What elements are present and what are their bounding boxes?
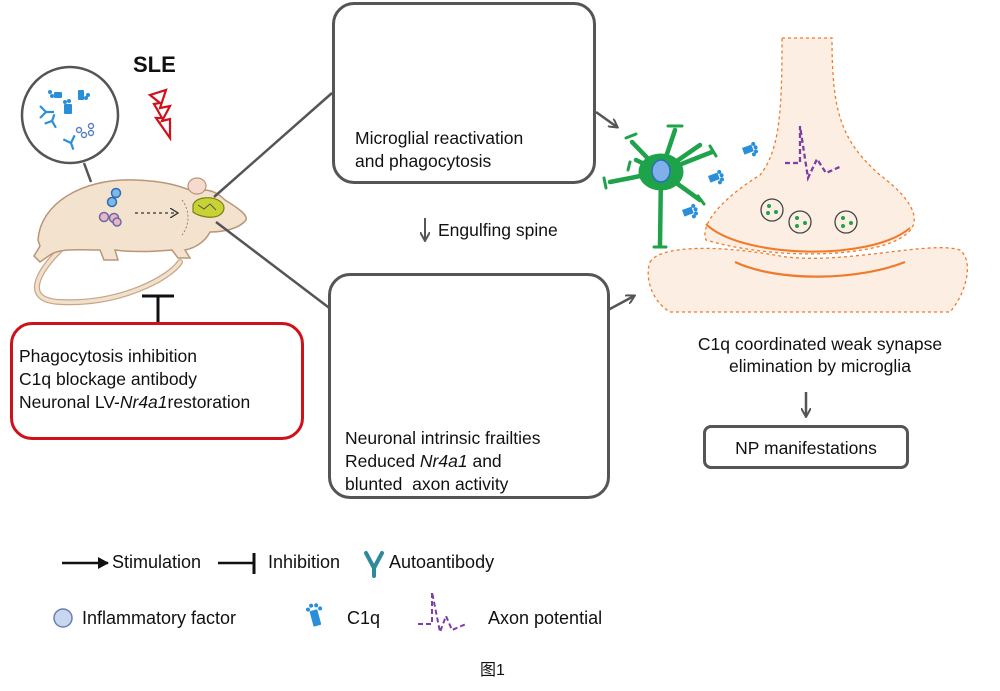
blood-magnifier (20, 65, 120, 183)
axon-potential-icon (785, 125, 843, 182)
lightning-icon (147, 88, 173, 142)
synaptic-vesicles (760, 198, 858, 234)
legend-inhibition: Inhibition (268, 552, 341, 572)
legend-autoantibody: Autoantibody (389, 552, 495, 572)
synapse-label-line-1: C1q coordinated weak synapse (697, 334, 943, 354)
inflammatory-factor-icon (75, 122, 95, 139)
presynaptic-terminal (704, 37, 915, 255)
inflammatory-factor-icon (53, 608, 73, 628)
neuron-box: Neuronal intrinsic frailties Reduced Nr4… (328, 273, 610, 499)
synapse-label: C1q coordinated weak synapse elimination… (660, 333, 980, 377)
treatment-line-2: C1q blockage antibody (19, 369, 198, 389)
postsynaptic-membrane (647, 247, 969, 313)
sle-title: SLE (133, 52, 176, 77)
connector-to-neuron (215, 221, 333, 311)
c1q-icon (48, 90, 90, 114)
brain-icon (192, 197, 225, 218)
autoantibody-icon (364, 551, 384, 578)
figure-caption: 图1 (480, 662, 505, 679)
synapse-illustration (647, 37, 969, 313)
outcome-box: NP manifestations (703, 425, 909, 469)
inhibition-symbol (142, 294, 174, 322)
neuron-line-3: blunted axon activity (345, 474, 509, 494)
legend-inflammatory-factor: Inflammatory factor (82, 608, 237, 628)
legend-icons (53, 551, 467, 636)
c1q-molecules (682, 141, 759, 219)
arrow-microglia-to-synapse (595, 110, 617, 127)
treatment-line-3: Neuronal LV-Nr4a1restoration (19, 392, 251, 412)
neuron-line-2: Reduced Nr4a1 and (345, 451, 502, 471)
microglia-box: Microglial reactivation and phagocytosis (332, 2, 596, 184)
engulfing-spine-label: Engulfing spine (438, 220, 558, 240)
microglia-line-2: and phagocytosis (355, 151, 492, 171)
inhibition-bar-icon (218, 553, 256, 574)
connector-to-microglia (213, 92, 333, 198)
neuron-line-1: Neuronal intrinsic frailties (345, 428, 541, 448)
treatment-line-1: Phagocytosis inhibition (19, 346, 198, 366)
legend-axon-potential: Axon potential (488, 608, 603, 628)
microglia-line-1: Microglial reactivation (355, 128, 524, 148)
legend-stimulation: Stimulation (112, 552, 202, 572)
axon-potential-icon (418, 591, 467, 636)
synapse-label-line-2: elimination by microglia (729, 356, 911, 376)
mouse-illustration (33, 177, 247, 306)
autoantibody-icon (39, 105, 76, 150)
microglia-engulfing-icon (602, 124, 718, 249)
treatment-box: Phagocytosis inhibition C1q blockage ant… (10, 322, 304, 440)
legend-c1q: C1q (347, 608, 381, 628)
outcome-label: NP manifestations (735, 438, 877, 458)
arrow-neuron-to-synapse (607, 296, 634, 312)
c1q-icon (306, 603, 323, 627)
